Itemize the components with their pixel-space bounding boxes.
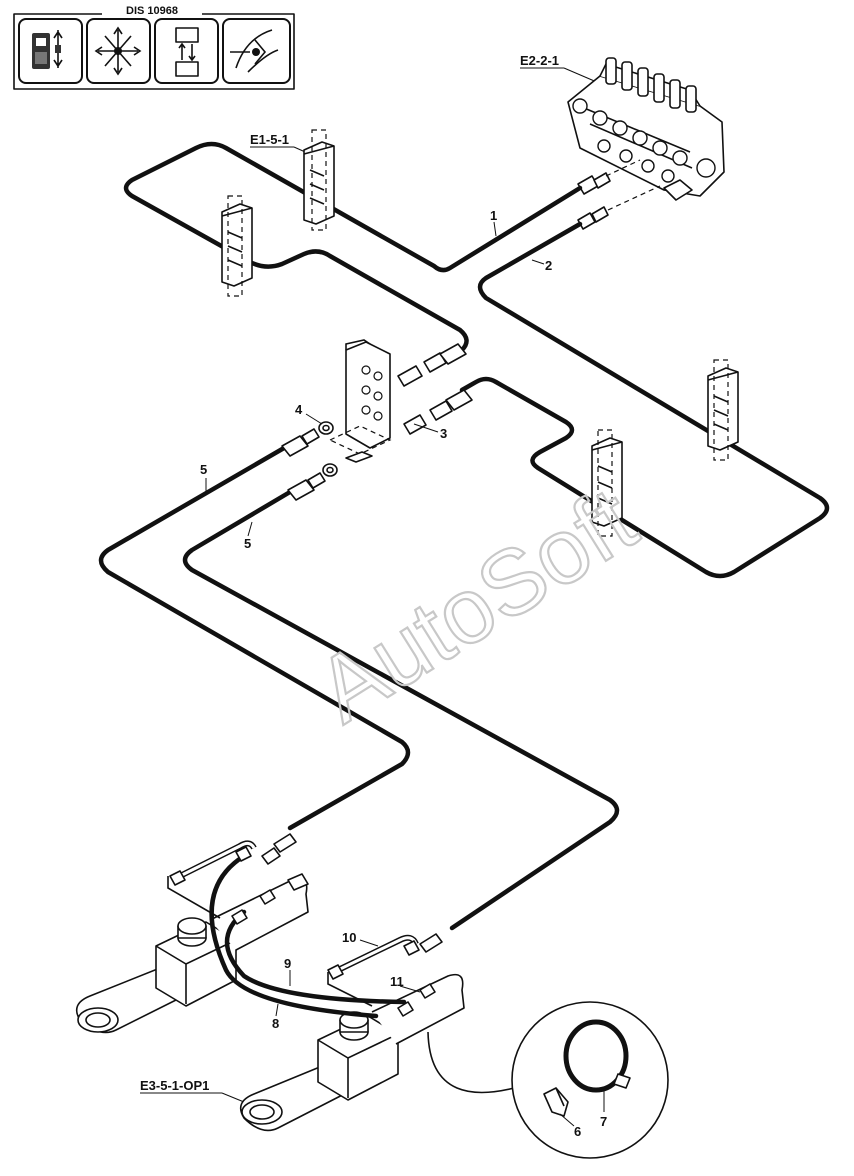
nut-4 — [318, 421, 338, 477]
pipe-5-right — [182, 489, 620, 931]
callout-5b: 5 — [244, 521, 253, 551]
cylinder-arrows-icon — [154, 18, 219, 84]
callout-7: 7 — [600, 1090, 607, 1129]
pipe-clamp-2 — [221, 195, 253, 297]
callout-4: 4 — [295, 402, 323, 425]
clamp-clip-6 — [543, 1087, 569, 1117]
svg-text:3: 3 — [440, 426, 447, 441]
valve-fitting-1 — [577, 172, 611, 195]
svg-text:10: 10 — [342, 930, 356, 945]
callout-10: 10 — [342, 930, 379, 947]
arm-movement-icon — [86, 18, 151, 84]
callout-8: 8 — [272, 1003, 279, 1031]
svg-text:E3-5-1-OP1: E3-5-1-OP1 — [140, 1078, 209, 1093]
pipe-clamp-4 — [591, 429, 623, 537]
svg-text:2: 2 — [545, 258, 552, 273]
pipe-clamp-1 — [303, 129, 335, 231]
svg-text:9: 9 — [284, 956, 291, 971]
header-code: DIS 10968 — [126, 5, 178, 17]
hose-8 — [209, 853, 379, 1019]
valve-fitting-2 — [577, 206, 609, 230]
svg-text:5: 5 — [244, 536, 251, 551]
pipe-5-left — [98, 445, 411, 831]
callout-1: 1 — [490, 208, 497, 237]
hose-clamp-7 — [563, 1019, 631, 1093]
svg-text:8: 8 — [272, 1016, 279, 1031]
callout-3: 3 — [413, 423, 447, 441]
control-lever-icon — [18, 18, 83, 84]
bucket-movement-icon — [222, 18, 291, 84]
callout-5a: 5 — [200, 462, 207, 494]
pipe-2 — [459, 221, 830, 579]
svg-text:E1-5-1: E1-5-1 — [250, 132, 289, 147]
callout-11: 11 — [390, 974, 421, 993]
pipe-clamp-3 — [707, 359, 739, 461]
hose-9 — [224, 909, 407, 1005]
svg-text:5: 5 — [200, 462, 207, 477]
svg-text:11: 11 — [390, 974, 404, 989]
svg-text:4: 4 — [295, 402, 303, 417]
mounting-bracket — [328, 339, 392, 463]
tube-10-lower — [327, 934, 420, 980]
svg-text:6: 6 — [574, 1124, 581, 1139]
header-panel: DIS 10968 — [13, 4, 295, 90]
ref-label-e1: E1-5-1 — [250, 132, 313, 156]
fittings-11 — [231, 833, 443, 1017]
callout-2: 2 — [531, 258, 552, 273]
tube-10-upper — [169, 840, 257, 886]
svg-text:1: 1 — [490, 208, 497, 223]
callout-6: 6 — [559, 1113, 581, 1139]
ref-label-e3: E3-5-1-OP1 — [140, 1078, 245, 1103]
control-valve — [567, 57, 725, 201]
svg-text:E2-2-1: E2-2-1 — [520, 53, 559, 68]
lift-cylinder-right — [239, 973, 465, 1132]
pipe-1 — [123, 141, 583, 359]
svg-text:7: 7 — [600, 1114, 607, 1129]
detail-inset — [427, 1001, 669, 1159]
callout-9: 9 — [284, 956, 291, 986]
watermark: AutoSoft — [300, 469, 653, 743]
hose-ends-5 — [281, 428, 326, 501]
